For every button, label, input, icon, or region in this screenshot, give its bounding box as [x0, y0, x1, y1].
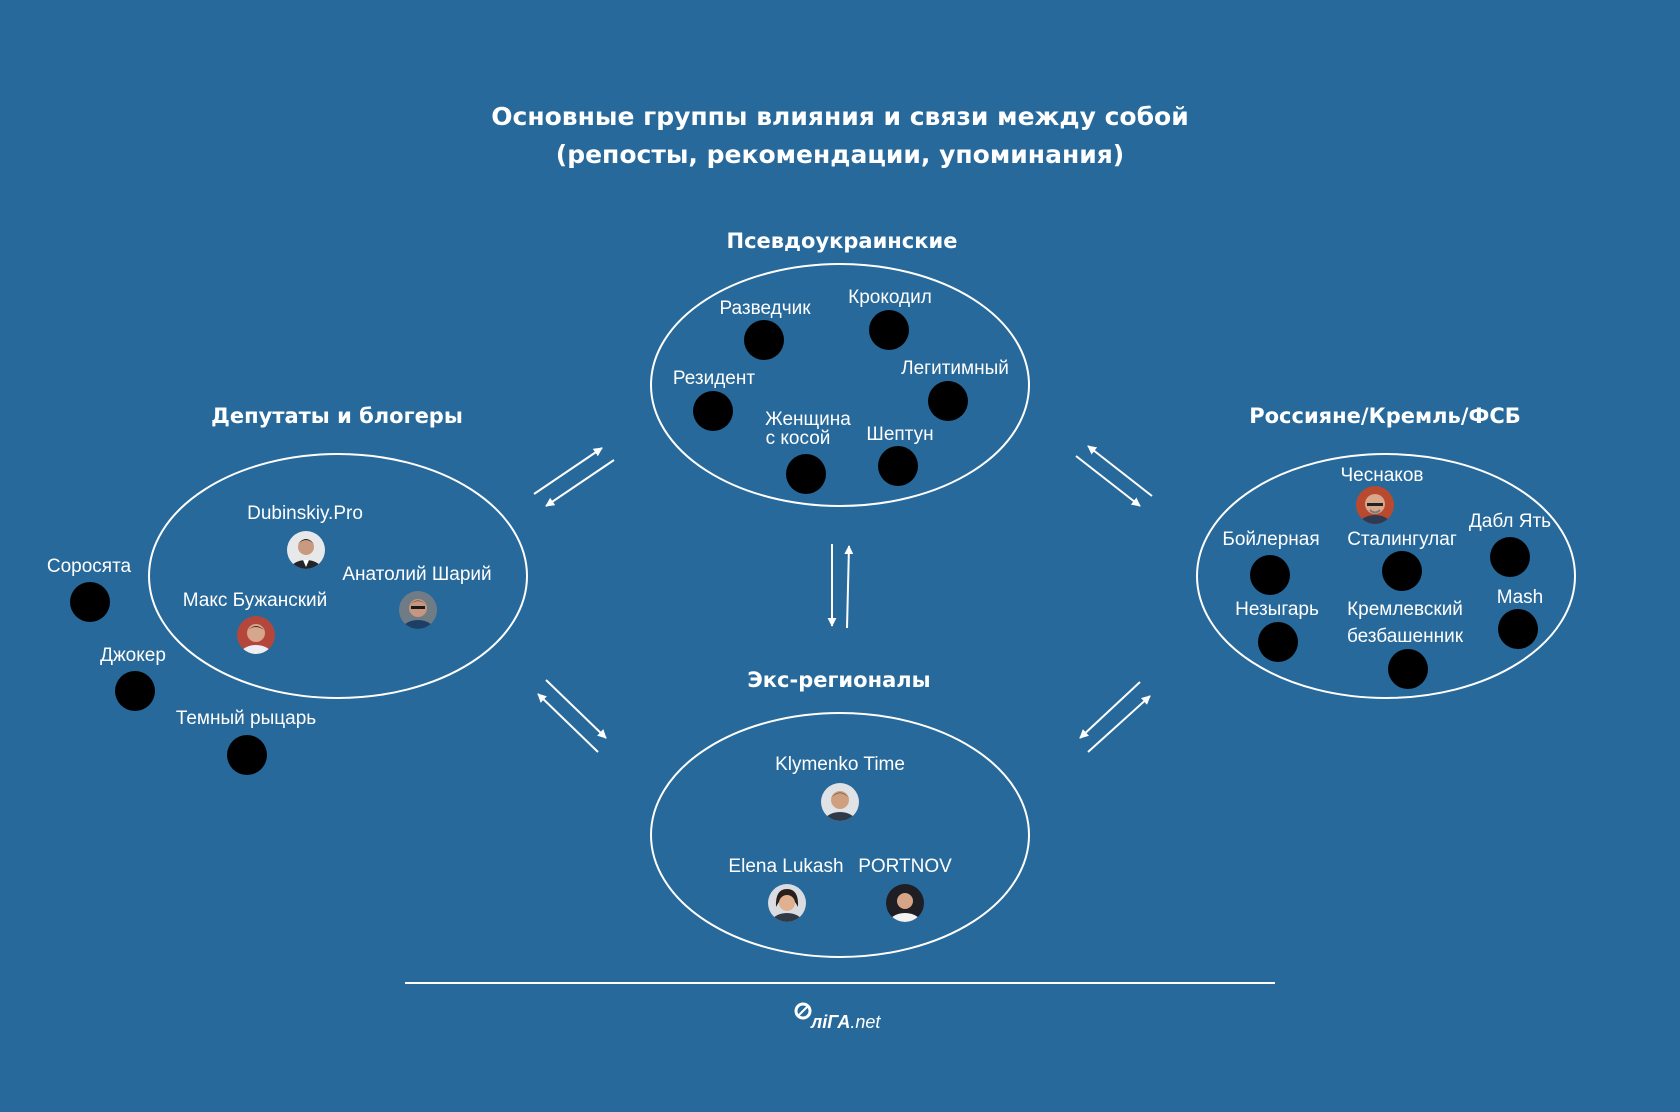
node-razvedchik — [744, 320, 784, 360]
arrow-pseudo-to-russians — [1075, 455, 1141, 507]
avatar-buzhansky — [237, 616, 275, 654]
liga-logo-suffix: .net — [850, 1012, 881, 1032]
node-label-sorosyata: Соросята — [47, 556, 132, 577]
node-label-chesnakov: Чеснаков — [1341, 465, 1424, 486]
liga-logo: ліГА.net — [794, 1002, 881, 1032]
node-dzhoker — [115, 671, 155, 711]
node-label-buzhansky: Макс Бужанский — [183, 590, 328, 611]
node-label-rezident: Резидент — [673, 368, 755, 389]
node-temny — [227, 735, 267, 775]
node-label-dubinskiy: Dubinskiy.Pro — [247, 503, 363, 524]
arrow-russians-to-exreg — [1079, 681, 1141, 739]
liga-logo-main: ліГА — [810, 1012, 850, 1032]
node-label-dzhoker: Джокер — [100, 645, 166, 666]
avatar-dubinskiy — [287, 531, 325, 569]
node-sheptun — [878, 446, 918, 486]
group-ellipse-pseudo — [650, 263, 1030, 507]
node-legitimny — [928, 381, 968, 421]
node-krokodil — [869, 310, 909, 350]
arrow-exreg-to-deputies — [537, 693, 599, 753]
node-label-krokodil: Крокодил — [848, 287, 932, 308]
group-title-deputies: Депутаты и блогеры — [211, 404, 463, 428]
arrow-exreg-to-russians — [1087, 695, 1151, 753]
node-label-stalingulag: Сталингулаг — [1347, 529, 1457, 550]
avatar-lukash — [768, 884, 806, 922]
node-label-portnov: PORTNOV — [858, 856, 952, 877]
node-sorosyata — [70, 582, 110, 622]
node-label-temny: Темный рыцарь — [176, 708, 316, 729]
node-label-zhenshchina-1: Женщина — [765, 409, 851, 430]
group-ellipse-russians — [1196, 453, 1576, 699]
node-zhenshchina — [786, 454, 826, 494]
arrows-pseudo-russians — [1075, 445, 1153, 507]
avatar-klymenko — [821, 783, 859, 821]
arrow-deputies-to-pseudo — [533, 447, 603, 495]
node-label-razvedchik: Разведчик — [719, 298, 811, 319]
node-stalingulag — [1382, 551, 1422, 591]
group-ellipse-deputies — [148, 453, 528, 699]
node-label-zhenshchina-2: с косой — [766, 428, 831, 449]
arrow-exreg-to-pseudo — [844, 545, 854, 629]
avatar-portnov — [886, 884, 924, 922]
group-ellipse-exreg — [650, 712, 1030, 958]
arrows-russians-exreg — [1079, 681, 1151, 753]
node-label-mash: Mash — [1497, 587, 1543, 608]
group-title-pseudo: Псевдоукраинские — [727, 229, 958, 253]
arrows-deputies-exreg — [537, 679, 607, 753]
node-dabl — [1490, 537, 1530, 577]
arrow-pseudo-to-deputies — [545, 459, 615, 507]
node-label-lukash: Elena Lukash — [728, 856, 843, 877]
node-nezygar — [1258, 622, 1298, 662]
node-label-kreml-2: безбашенник — [1347, 626, 1464, 647]
node-mash — [1498, 609, 1538, 649]
node-label-shariy: Анатолий Шарий — [342, 564, 491, 585]
arrows-pseudo-exreg — [827, 544, 854, 629]
diagram-title-line1: Основные группы влияния и связи между со… — [491, 102, 1189, 131]
node-label-klymenko: Klymenko Time — [775, 754, 905, 775]
node-label-nezygar: Незыгарь — [1235, 599, 1319, 620]
arrow-russians-to-pseudo — [1087, 445, 1153, 497]
avatar-shariy — [399, 591, 437, 629]
liga-logo-icon — [794, 1002, 812, 1020]
node-label-boylernaya: Бойлерная — [1222, 529, 1319, 550]
node-kreml — [1388, 649, 1428, 689]
arrow-deputies-to-exreg — [545, 679, 607, 739]
liga-logo-text: ліГА.net — [810, 1012, 881, 1032]
avatar-chesnakov — [1356, 486, 1394, 524]
node-label-sheptun: Шептун — [866, 424, 933, 445]
group-title-exreg: Экс-регионалы — [747, 668, 930, 692]
node-label-dabl: Дабл Ять — [1469, 511, 1551, 532]
group-title-russians: Россияне/Кремль/ФСБ — [1249, 404, 1521, 428]
node-label-legitimny: Легитимный — [901, 358, 1009, 379]
diagram-title-line2: (репосты, рекомендации, упоминания) — [556, 140, 1124, 169]
node-rezident — [693, 391, 733, 431]
node-label-kreml-1: Кремлевский — [1347, 599, 1463, 620]
arrows-deputies-pseudo — [533, 447, 615, 507]
node-boylernaya — [1250, 555, 1290, 595]
